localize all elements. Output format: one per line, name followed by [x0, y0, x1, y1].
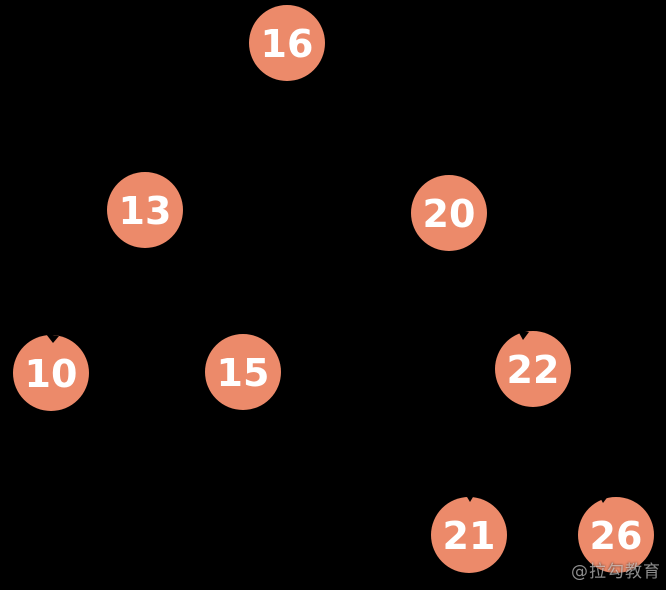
tree-node-15: 15 [205, 334, 281, 410]
tree-node-21: 21 [431, 497, 507, 573]
tree-edge-16-13 [170, 71, 264, 181]
node-circle [495, 331, 571, 407]
tree-node-22: 22 [495, 331, 571, 407]
node-circle [578, 497, 654, 573]
node-label: 16 [261, 22, 314, 66]
tree-node-26: 26 [578, 497, 654, 573]
tree-edge-22-26 [549, 402, 600, 500]
node-circle [13, 335, 89, 411]
node-label: 15 [217, 351, 270, 395]
tree-node-16: 16 [249, 5, 325, 81]
node-label: 21 [443, 514, 496, 558]
tree-edge-13-15 [163, 241, 224, 339]
tree-edge-16-20 [312, 69, 423, 185]
node-label: 26 [590, 514, 643, 558]
node-label: 22 [507, 348, 560, 392]
node-label: 20 [423, 192, 476, 236]
edge-arrowhead-into-22 [518, 331, 529, 340]
node-label: 10 [25, 352, 78, 396]
tree-node-13: 13 [107, 172, 183, 248]
tree-node-20: 20 [411, 175, 487, 251]
tree-edge-22-21 [482, 404, 521, 499]
tree-edge-13-10 [70, 242, 127, 339]
edge-arrowhead-into-10 [46, 334, 59, 343]
tree-node-10: 10 [13, 335, 89, 411]
node-circle [431, 497, 507, 573]
node-label: 13 [119, 189, 172, 233]
node-circle [107, 172, 183, 248]
node-circle [249, 5, 325, 81]
node-circle [205, 334, 281, 410]
tree-edge-20-22 [466, 245, 515, 335]
edge-arrowhead-into-21 [467, 497, 473, 502]
node-circle [411, 175, 487, 251]
edge-arrowhead-into-26 [598, 494, 609, 503]
